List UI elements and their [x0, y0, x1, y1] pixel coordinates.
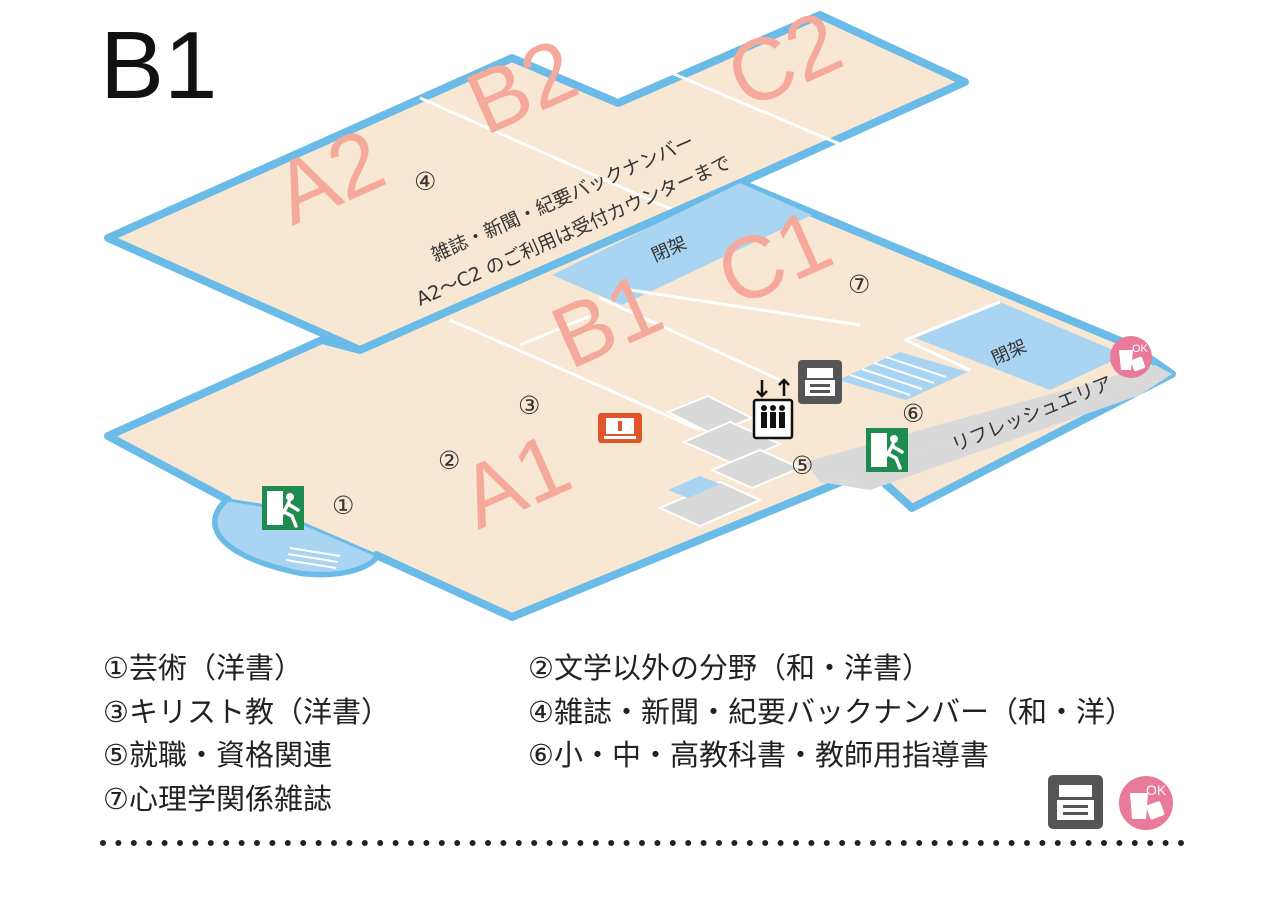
marker-1: ① — [332, 491, 354, 520]
dotted-divider — [100, 840, 1185, 846]
emergency-exit-icon — [262, 486, 304, 530]
legend-item-7: ⑦心理学関係雑誌 — [103, 782, 332, 816]
floor-label: B1 — [100, 12, 217, 119]
closed-stack-upper — [552, 183, 812, 305]
marker-5: ⑤ — [791, 451, 813, 480]
closed-stack-right — [915, 302, 1125, 390]
marker-7: ⑦ — [848, 270, 870, 299]
copier-icon — [1048, 775, 1103, 829]
marker-4: ④ — [414, 167, 436, 196]
emergency-exit-icon — [866, 428, 908, 472]
pc-terminal-icon — [598, 413, 642, 443]
marker-6: ⑥ — [902, 399, 924, 428]
legend-item-4: ④雑誌・新聞・紀要バックナンバー（和・洋） — [528, 695, 1134, 729]
marker-3: ③ — [518, 391, 540, 420]
drink-ok-badge: OK — [1132, 343, 1149, 355]
drink-ok-icon: OK — [1119, 776, 1173, 830]
legend-item-6: ⑥小・中・高教科書・教師用指導書 — [528, 738, 989, 772]
copier-icon — [798, 360, 842, 404]
drink-ok-icon: OK — [1110, 336, 1152, 378]
legend-item-2: ②文学以外の分野（和・洋書） — [528, 651, 931, 685]
elevator-icon — [752, 378, 794, 440]
legend-item-5: ⑤就職・資格関連 — [103, 738, 332, 772]
legend-item-1: ①芸術（洋書） — [103, 651, 303, 685]
marker-2: ② — [438, 446, 460, 475]
drink-ok-badge: OK — [1146, 782, 1167, 798]
legend-item-3: ③キリスト教（洋書） — [103, 695, 390, 729]
